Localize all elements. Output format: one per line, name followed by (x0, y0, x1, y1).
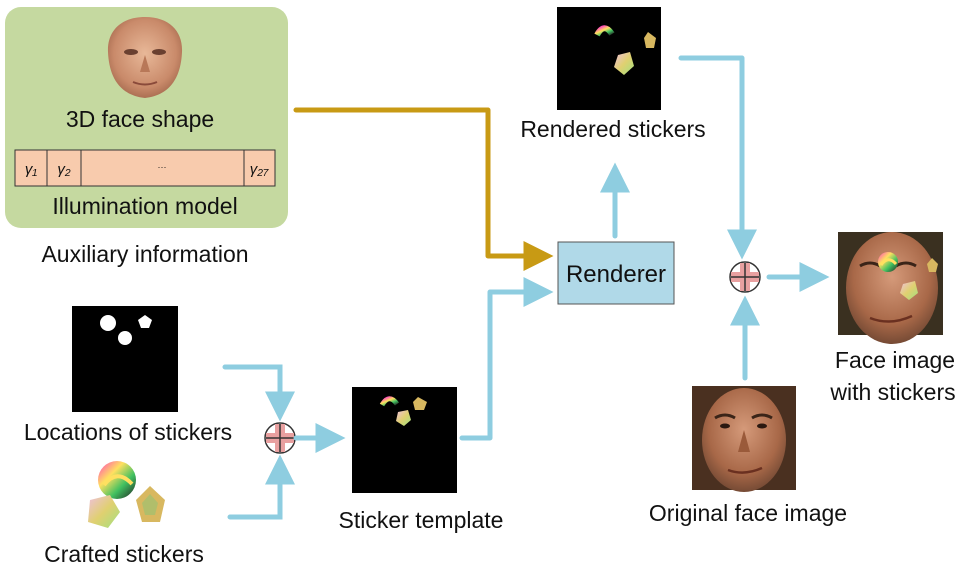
illum-cell-gamma-1: γ₁ (25, 161, 38, 178)
arrow-aux-to-renderer (293, 107, 554, 271)
face-with-stickers-image (838, 232, 943, 344)
combine-plus-icon-2 (729, 261, 761, 293)
illum-cell-gamma-27: γ₂₇ (250, 161, 269, 178)
original-face-image-label: Original face image (649, 500, 847, 526)
renderer-label: Renderer (566, 261, 666, 288)
illum-cell-ellipsis: ··· (158, 162, 167, 172)
original-face-image (692, 386, 796, 492)
illumination-model-bar: γ₁ γ₂ ··· γ₂₇ (14, 149, 276, 187)
auxiliary-information-box: 3D face shape γ₁ γ₂ ··· γ₂₇ Illumination… (5, 7, 288, 228)
locations-of-stickers-label: Locations of stickers (24, 419, 232, 445)
arrow-template-to-renderer (459, 277, 554, 441)
face-shape-label: 3D face shape (66, 106, 214, 132)
3d-face-shape-image (107, 17, 183, 98)
arrow-rendered-to-plus (678, 55, 757, 260)
face-with-stickers-label-line1: Face image (835, 347, 955, 373)
sticker-template-label: Sticker template (339, 507, 504, 533)
crafted-stickers-image (88, 461, 165, 528)
rendered-stickers-image (557, 7, 661, 110)
arrow-locations-to-plus (222, 364, 295, 422)
combine-plus-icon-1 (264, 422, 296, 454)
face-with-stickers-label-line2: with stickers (829, 379, 955, 405)
illumination-model-label: Illumination model (52, 193, 237, 219)
auxiliary-information-caption: Auxiliary information (41, 241, 248, 267)
rendered-stickers-label: Rendered stickers (520, 116, 705, 142)
locations-of-stickers-image (72, 306, 178, 412)
sticker-template-image (352, 387, 457, 493)
illum-cell-gamma-2: γ₂ (57, 161, 71, 178)
renderer-box (557, 241, 675, 305)
arrow-crafted-to-plus (227, 454, 295, 520)
crafted-stickers-label: Crafted stickers (44, 541, 204, 567)
